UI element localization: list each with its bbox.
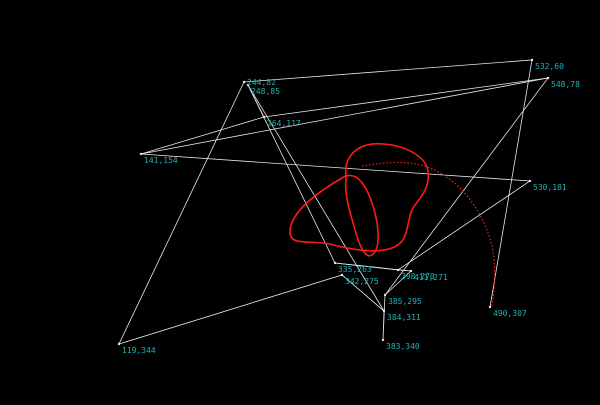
curve-tail xyxy=(361,161,496,307)
control-point-marker xyxy=(262,115,266,119)
point-coordinate-label: 548,78 xyxy=(551,80,580,89)
point-coordinate-label: 119,344 xyxy=(122,346,156,355)
control-path-b xyxy=(140,84,385,312)
control-point-marker xyxy=(383,293,387,297)
point-coordinate-label: 244,82 xyxy=(247,78,276,87)
control-point-marker xyxy=(530,58,534,62)
control-point-marker xyxy=(242,80,246,84)
control-point-marker xyxy=(117,342,121,346)
control-point-marker xyxy=(246,83,250,87)
point-coordinate-label: 264,117 xyxy=(267,119,301,128)
point-coordinate-label: 530,181 xyxy=(533,183,567,192)
point-coordinate-label: 384,311 xyxy=(387,313,421,322)
bezier-curve xyxy=(289,142,496,307)
control-point-marker xyxy=(139,152,143,156)
point-coordinate-label: 532,60 xyxy=(535,62,564,71)
point-coordinate-label: 335,263 xyxy=(338,265,372,274)
control-point-marker xyxy=(528,179,532,183)
control-point-marker xyxy=(488,305,492,309)
control-point-marker xyxy=(382,309,386,313)
point-coordinate-label: 141,154 xyxy=(144,156,178,165)
control-point-marker xyxy=(546,76,550,80)
control-polygon xyxy=(118,59,549,345)
control-point-marker xyxy=(381,338,385,342)
control-path-a xyxy=(118,77,549,345)
control-path-e xyxy=(384,270,412,296)
point-coordinate-label: 411,271 xyxy=(414,273,448,282)
control-path-outer xyxy=(243,59,533,308)
curve-loop xyxy=(289,142,430,257)
point-coordinate-label: 342,275 xyxy=(345,277,379,286)
point-coordinate-label: 490,307 xyxy=(493,309,527,318)
point-coordinate-label: 398,270 xyxy=(401,272,435,281)
control-point-marker xyxy=(396,268,400,272)
control-path-c xyxy=(263,77,549,118)
control-point-marker xyxy=(340,273,344,277)
point-coordinate-label: 383,340 xyxy=(386,342,420,351)
control-point-marker xyxy=(409,269,413,273)
control-point-marker xyxy=(333,261,337,265)
point-coordinate-label: 248,85 xyxy=(251,87,280,96)
point-coordinate-label: 385,295 xyxy=(388,297,422,306)
